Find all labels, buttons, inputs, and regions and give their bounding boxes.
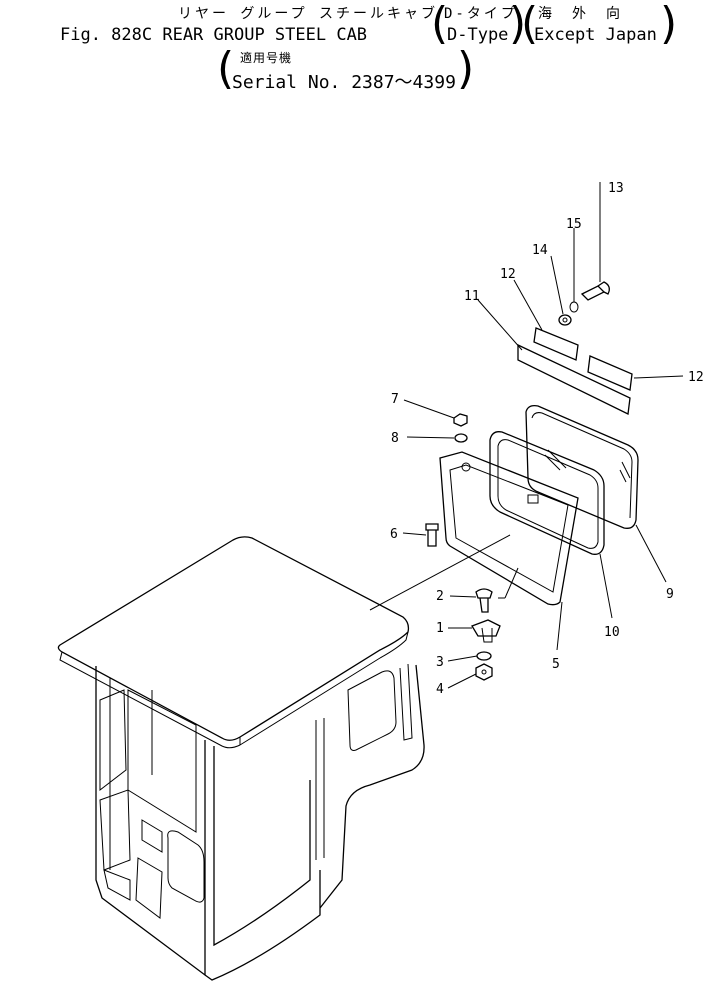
- callout-numbers: 1 2 3 4 5 6 7 8 9 10 11 12 12 13 14 15: [390, 181, 704, 697]
- open-paren-type: (: [431, 0, 449, 49]
- japanese-type: D-タイプ: [444, 6, 518, 22]
- callout-9: 9: [666, 587, 674, 602]
- window-glass: [525, 404, 639, 529]
- weatherstrip: [489, 431, 605, 555]
- callout-10: 10: [604, 625, 620, 640]
- open-paren-region: (: [521, 0, 539, 49]
- callout-4: 4: [436, 682, 444, 697]
- close-paren-region: ): [660, 0, 678, 49]
- callout-6: 6: [390, 527, 398, 542]
- callout-14: 14: [532, 243, 548, 258]
- japanese-region: 海 外 向: [538, 6, 623, 22]
- callout-12b: 12: [688, 370, 704, 385]
- type-label: D-Type: [447, 25, 509, 45]
- callout-11: 11: [464, 289, 480, 304]
- close-paren-serial: ): [457, 43, 475, 94]
- serial-number: Serial No. 2387～4399: [232, 72, 456, 93]
- serial-japanese: 適用号機: [240, 51, 293, 65]
- callout-12a: 12: [500, 267, 516, 282]
- leader-lines: [369, 182, 684, 689]
- callout-3: 3: [436, 655, 444, 670]
- callout-7: 7: [391, 392, 399, 407]
- region-label: Except Japan: [534, 25, 657, 45]
- molding-strips: [517, 327, 633, 415]
- callout-13: 13: [608, 181, 624, 196]
- callout-8: 8: [391, 431, 399, 446]
- open-paren-serial: (: [217, 43, 235, 94]
- window-frame: [439, 451, 579, 606]
- callout-15: 15: [566, 217, 582, 232]
- cab-body: [57, 536, 425, 981]
- callout-1: 1: [436, 621, 444, 636]
- close-paren-type: ): [509, 0, 527, 49]
- fasteners: [425, 281, 610, 681]
- japanese-title: リヤー グループ スチールキャブ: [178, 6, 439, 22]
- callout-2: 2: [436, 589, 444, 604]
- figure-title: Fig. 828C REAR GROUP STEEL CAB: [60, 25, 368, 45]
- callout-5: 5: [552, 657, 560, 672]
